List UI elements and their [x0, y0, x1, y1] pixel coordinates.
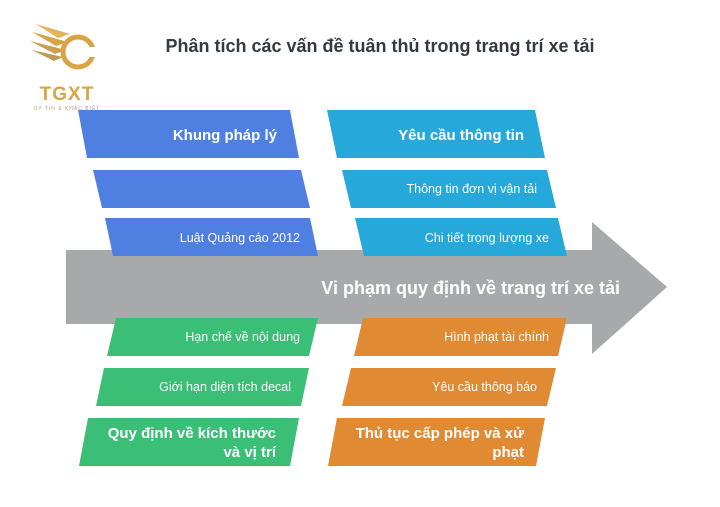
diagram-title: Phân tích các vấn đề tuân thủ trong tran… — [165, 36, 595, 56]
info-item-label-2: Chi tiết trọng lượng xe — [425, 231, 549, 245]
permit-item-box-1 — [354, 318, 567, 356]
permit-header-box — [328, 418, 545, 466]
info-item-box-1 — [342, 170, 556, 208]
logo-brand: TGXT — [39, 84, 95, 105]
size-header-label-line2: và vị trí — [223, 444, 276, 461]
permit-item-box-2 — [342, 368, 556, 406]
info-item-label-1: Thông tin đơn vị vận tải — [407, 182, 538, 196]
logo-tagline: UY TÍN & KHÁC BIỆT — [33, 106, 101, 112]
permit-header-label-line2: phạt — [492, 444, 524, 461]
spine-label: Vi phạm quy định về trang trí xe tải — [321, 278, 620, 298]
info-item-box-2 — [355, 218, 567, 256]
logo: TGXT UY TÍN & KHÁC BIỆT — [8, 14, 108, 112]
permit-header-label-line1: Thủ tục cấp phép và xử — [356, 425, 525, 442]
size-item-label-1: Hạn chế về nội dung — [185, 330, 300, 344]
permit-item-label-1: Hình phạt tài chính — [444, 330, 549, 344]
legal-item-label-2: Luật Quảng cáo 2012 — [180, 231, 300, 245]
size-header-box — [79, 418, 299, 466]
size-item-label-2: Giới hạn diện tích decal — [159, 380, 291, 394]
size-item-box-1 — [107, 318, 318, 356]
wing-emblem-icon — [30, 24, 96, 70]
size-header-label-line1: Quy định về kích thước — [108, 425, 276, 442]
legal-header-box — [78, 110, 299, 158]
info-header-label: Yêu cầu thông tin — [398, 127, 524, 144]
size-item-box-2 — [96, 368, 309, 406]
legal-header-label: Khung pháp lý — [173, 127, 278, 144]
info-header-box — [327, 110, 545, 158]
permit-item-label-2: Yêu cầu thông báo — [432, 380, 537, 394]
legal-item-box-2 — [105, 218, 318, 256]
legal-item-box-1 — [93, 170, 310, 208]
